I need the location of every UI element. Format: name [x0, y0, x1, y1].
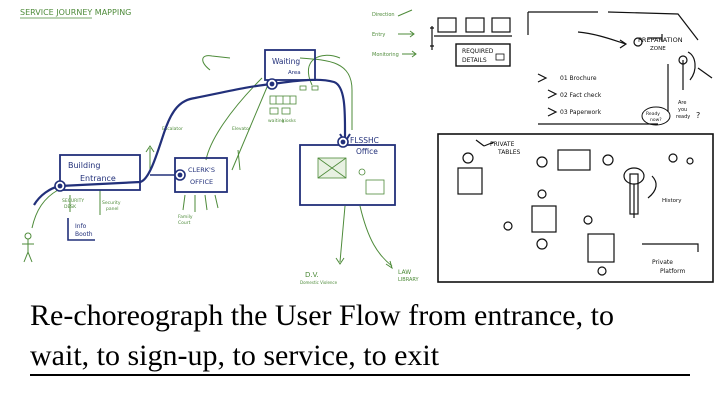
are-you-ready-text-2: you: [678, 107, 687, 113]
flsshc-office-label: FLSSHC: [350, 136, 379, 145]
clerks-office-label-2: OFFICE: [190, 178, 213, 186]
required-details-label: REQUIRED: [462, 48, 494, 55]
caption-underline: [30, 374, 690, 376]
dv-label-2: Domestic Violence: [300, 280, 338, 285]
flsshc-office-box: [299, 144, 396, 206]
private-tables-label-2: TABLES: [497, 149, 521, 156]
flsshc-office-furniture: [317, 157, 385, 195]
step-fact-check: 02 Fact check: [560, 92, 602, 99]
info-booth-label-2: Booth: [75, 231, 93, 238]
step-paperwork: 03 Paperwork: [560, 109, 602, 116]
building-entrance-label-2: Entrance: [80, 174, 116, 183]
caption-line-2: wait, to sign-up, to service, to exit: [30, 339, 440, 372]
elevator-label: Elevator: [232, 126, 251, 132]
ready-now-text: Ready: [646, 111, 660, 117]
private-platform-label: Private: [652, 259, 673, 266]
flsshc-office-label-2: Office: [356, 147, 378, 156]
kiosk-stations: [269, 85, 319, 115]
waiting-area-box: [264, 49, 316, 81]
required-details-label-2: DETAILS: [462, 57, 487, 64]
history-label: History: [662, 198, 682, 204]
waiting-area-label: Waiting: [272, 57, 300, 66]
building-entrance-box: [59, 154, 141, 191]
legend-entry: Entry: [372, 32, 385, 38]
are-you-ready-text-4: ?: [696, 111, 700, 120]
waiting-note: waiting: [268, 118, 285, 124]
are-you-ready-text: Are: [678, 100, 686, 106]
service-journey-sketch: SERVICE JOURNEY MAPPING Direction Entry …: [20, 8, 420, 285]
dv-label: D.V.: [305, 271, 319, 279]
family-court-label: Family: [178, 214, 193, 220]
slide-caption: Re-choreograph the User Flow from entran…: [30, 296, 695, 376]
family-court-label-2: Court: [178, 220, 191, 226]
legend-direction: Direction: [372, 12, 395, 18]
private-platform-label-2: Platform: [660, 268, 685, 275]
law-library-label-2: LIBRARY: [398, 277, 420, 283]
private-tables-label: PRIVATE: [490, 141, 515, 148]
security-desk-label: SECURITY: [62, 198, 84, 204]
floor-plan-outline: [437, 133, 714, 283]
law-library-label: LAW: [398, 269, 411, 276]
security-panel-label: Security: [102, 200, 121, 206]
stop-markers: [54, 78, 349, 192]
security-desk-label-2: DESK: [64, 204, 77, 210]
person-figure-icon: [22, 232, 34, 263]
ready-now-bubble: [641, 106, 671, 126]
floor-plan-sketch: PRIVATE TABLES History Private Platform: [437, 133, 714, 283]
info-booth-label: Info: [75, 223, 87, 230]
info-booth: Info Booth: [67, 218, 95, 241]
step-brochure: 01 Brochure: [560, 75, 597, 82]
are-you-ready-text-3: ready: [676, 114, 690, 120]
legend: Direction Entry Monitoring: [372, 9, 417, 58]
preparation-zone-label-2: ZONE: [650, 46, 666, 52]
escalator-label: Escalator: [162, 126, 183, 132]
clerks-office-label: CLERK'S: [188, 166, 215, 174]
preparation-zone-label: PREPARATION: [638, 36, 683, 44]
building-entrance-label: Building: [68, 161, 100, 170]
waiting-area-label-2: Area: [288, 70, 301, 76]
user-flow-path: [33, 78, 347, 206]
sketch-title: SERVICE JOURNEY MAPPING: [20, 8, 131, 17]
required-details-box: [455, 43, 511, 67]
preparation-zone-sketch: REQUIRED DETAILS PREPARATION ZONE 01 Bro…: [430, 11, 713, 126]
legend-monitoring: Monitoring: [372, 52, 399, 58]
caption-line-1: Re-choreograph the User Flow from entran…: [30, 299, 614, 332]
ready-now-text-2: now?: [650, 117, 662, 123]
security-panel-label-2: panel: [106, 206, 119, 212]
kiosks-label: kiosks: [282, 118, 297, 124]
